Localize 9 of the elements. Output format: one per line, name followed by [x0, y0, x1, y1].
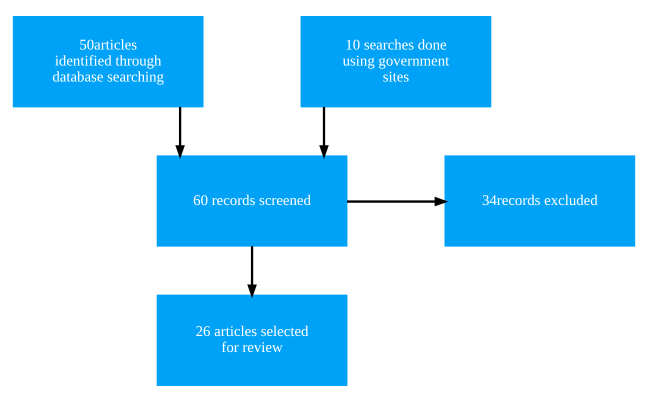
node-box: 26 articles selected for review — [156, 294, 348, 386]
node-box: 60 records screened — [156, 155, 348, 247]
arrow — [175, 106, 185, 159]
arrow — [347, 196, 448, 206]
node-box: 34records excluded — [444, 155, 636, 247]
arrow — [247, 246, 257, 298]
arrow — [319, 106, 329, 159]
node-box: 50articles identified through database searching — [12, 16, 204, 108]
node-box: 10 searches done using government sites — [300, 16, 492, 108]
